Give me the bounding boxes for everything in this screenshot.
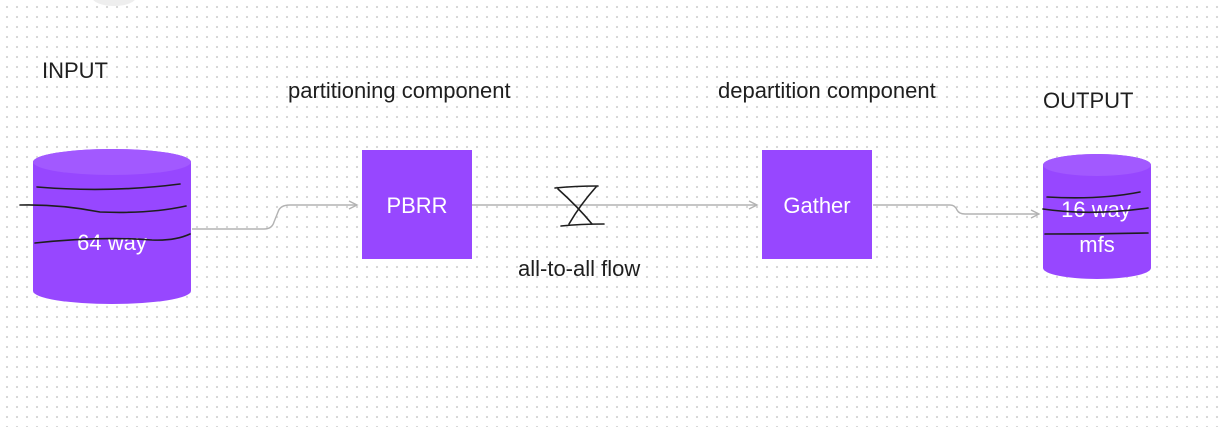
partitioning-component-label: partitioning component (288, 78, 511, 103)
canvas-corner-shape (92, 0, 136, 6)
connector-gather-to-output[interactable] (873, 204, 1041, 219)
all-to-all-flow-label: all-to-all flow (518, 256, 641, 281)
output-label: OUTPUT (1043, 88, 1134, 113)
output-database-label-line1: 16 way (1061, 197, 1131, 222)
output-handwritten-strokes (1042, 191, 1149, 235)
pbrr-node[interactable]: PBRR (362, 150, 472, 259)
output-database-cylinder[interactable]: 16 way mfs (1043, 154, 1151, 279)
connector-input-to-pbrr[interactable] (192, 200, 359, 230)
hand-drawn-hourglass-mark (554, 185, 605, 227)
departition-component-label: departition component (718, 78, 936, 103)
gather-node[interactable]: Gather (762, 150, 872, 259)
output-database-label-line2: mfs (1079, 232, 1114, 257)
input-database-label: 64 way (77, 230, 147, 255)
input-label: INPUT (42, 58, 108, 83)
gather-label: Gather (783, 193, 850, 218)
input-database-cylinder[interactable]: 64 way (33, 149, 191, 304)
input-handwritten-strokes (19, 183, 191, 244)
pbrr-label: PBRR (386, 193, 447, 218)
